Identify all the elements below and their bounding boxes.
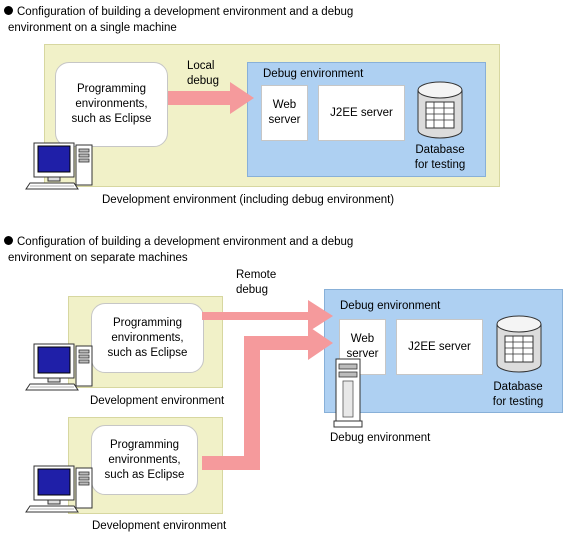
section2-programming-box-top: Programming environments, such as Eclips… [91, 303, 204, 373]
section2-heading: Configuration of building a development … [4, 234, 353, 266]
remote-debug-label: Remote debug [236, 268, 276, 298]
section1-heading: Configuration of building a development … [4, 4, 353, 36]
server-tower-icon [333, 358, 363, 428]
web-server-line2: server [346, 348, 379, 360]
database-line1: Database [415, 144, 465, 156]
bullet-icon [4, 6, 13, 15]
programming-line1: Programming [76, 83, 147, 95]
database-line2: for testing [492, 396, 544, 408]
section2-programming-box-bottom: Programming environments, such as Eclips… [91, 425, 198, 495]
programming-line3: such as Eclipse [107, 346, 188, 359]
section1-caption: Development environment (including debug… [102, 194, 395, 206]
section1-j2ee-server: J2EE server [318, 85, 405, 141]
programming-line3: such as Eclipse [71, 113, 152, 125]
section1-debug-env-title: Debug environment [263, 68, 364, 80]
programming-line2: environments, [111, 331, 184, 344]
section2-dev-caption-top: Development environment [90, 395, 225, 407]
section2-heading-line2: environment on separate machines [8, 252, 188, 264]
remote-debug-line2: debug [236, 284, 268, 296]
programming-line2: environments, [108, 453, 181, 466]
local-debug-line2: debug [187, 75, 219, 87]
local-debug-line1: Local [187, 60, 215, 72]
j2ee-server-label: J2EE server [330, 107, 393, 119]
programming-line2: environments, [75, 98, 148, 110]
section2-debug-caption: Debug environment [330, 432, 431, 444]
remote-debug-line1: Remote [236, 269, 277, 281]
section1-database-label: Database for testing [398, 143, 482, 173]
web-server-line2: server [268, 114, 301, 126]
local-debug-label: Local debug [187, 59, 219, 89]
section1-heading-line2: environment on a single machine [8, 22, 177, 34]
section1-programming-box: Programming environments, such as Eclips… [55, 62, 168, 147]
section1-web-server: Web server [261, 85, 308, 141]
bullet-icon [4, 236, 13, 245]
programming-line1: Programming [109, 438, 180, 451]
programming-line1: Programming [112, 316, 183, 329]
web-server-line1: Web [272, 99, 297, 111]
section2-debug-env-title: Debug environment [340, 300, 441, 312]
database-line1: Database [493, 381, 543, 393]
section2-heading-line1: Configuration of building a development … [17, 236, 354, 248]
section2-database-label: Database for testing [476, 380, 560, 410]
web-server-line1: Web [350, 333, 375, 345]
j2ee-server-label: J2EE server [408, 341, 471, 353]
programming-line3: such as Eclipse [104, 468, 185, 481]
section1-heading-line1: Configuration of building a development … [17, 6, 354, 18]
section2-j2ee-server: J2EE server [396, 319, 483, 375]
database-line2: for testing [414, 159, 466, 171]
section2-dev-caption-bottom: Development environment [92, 520, 227, 532]
